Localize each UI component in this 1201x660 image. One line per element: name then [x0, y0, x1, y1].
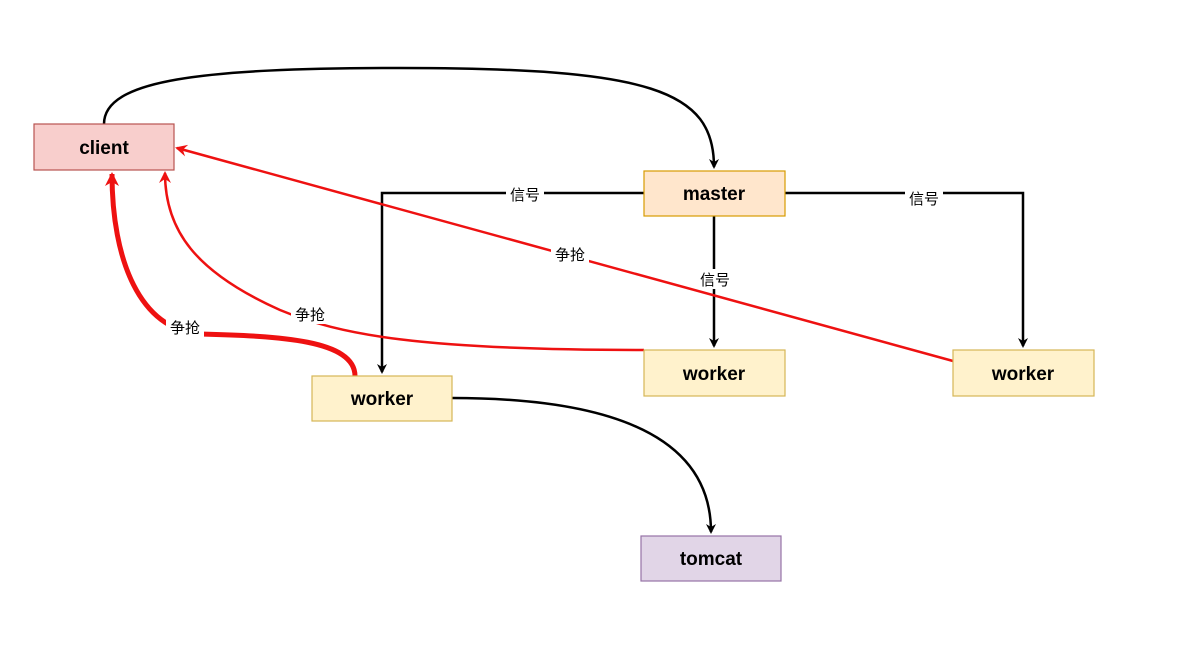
node-worker-right[interactable]: worker: [952, 349, 1095, 397]
edge-label-signal-left: 信号: [506, 184, 544, 204]
edge-label-signal-right: 信号: [905, 188, 943, 208]
edge-master-to-worker-right[interactable]: [785, 191, 1028, 348]
svg-text:争抢: 争抢: [295, 306, 325, 324]
svg-text:master: master: [683, 184, 746, 205]
edge-worker-left-to-tomcat[interactable]: [451, 396, 716, 534]
svg-text:争抢: 争抢: [170, 319, 200, 337]
node-worker-middle[interactable]: worker: [643, 349, 786, 397]
svg-text:信号: 信号: [909, 190, 939, 208]
node-tomcat[interactable]: tomcat: [640, 535, 782, 582]
edge-master-to-worker-left[interactable]: [377, 191, 644, 374]
svg-text:信号: 信号: [700, 271, 730, 289]
svg-text:tomcat: tomcat: [680, 549, 743, 570]
svg-text:worker: worker: [350, 389, 414, 410]
svg-text:争抢: 争抢: [555, 246, 585, 264]
edge-label-compete-middle: 争抢: [291, 304, 329, 324]
node-client[interactable]: client: [33, 123, 175, 171]
edge-worker-left-to-client[interactable]: [105, 172, 358, 377]
svg-text:worker: worker: [682, 364, 746, 385]
edge-label-signal-middle: 信号: [696, 269, 734, 289]
node-master[interactable]: master: [643, 170, 786, 217]
edge-label-compete-right: 争抢: [551, 244, 589, 264]
edge-label-compete-left: 争抢: [166, 317, 204, 337]
edge-client-to-master[interactable]: [102, 66, 719, 169]
svg-text:信号: 信号: [510, 186, 540, 204]
svg-text:worker: worker: [991, 364, 1055, 385]
node-worker-left[interactable]: worker: [311, 375, 453, 422]
svg-text:client: client: [79, 138, 129, 159]
